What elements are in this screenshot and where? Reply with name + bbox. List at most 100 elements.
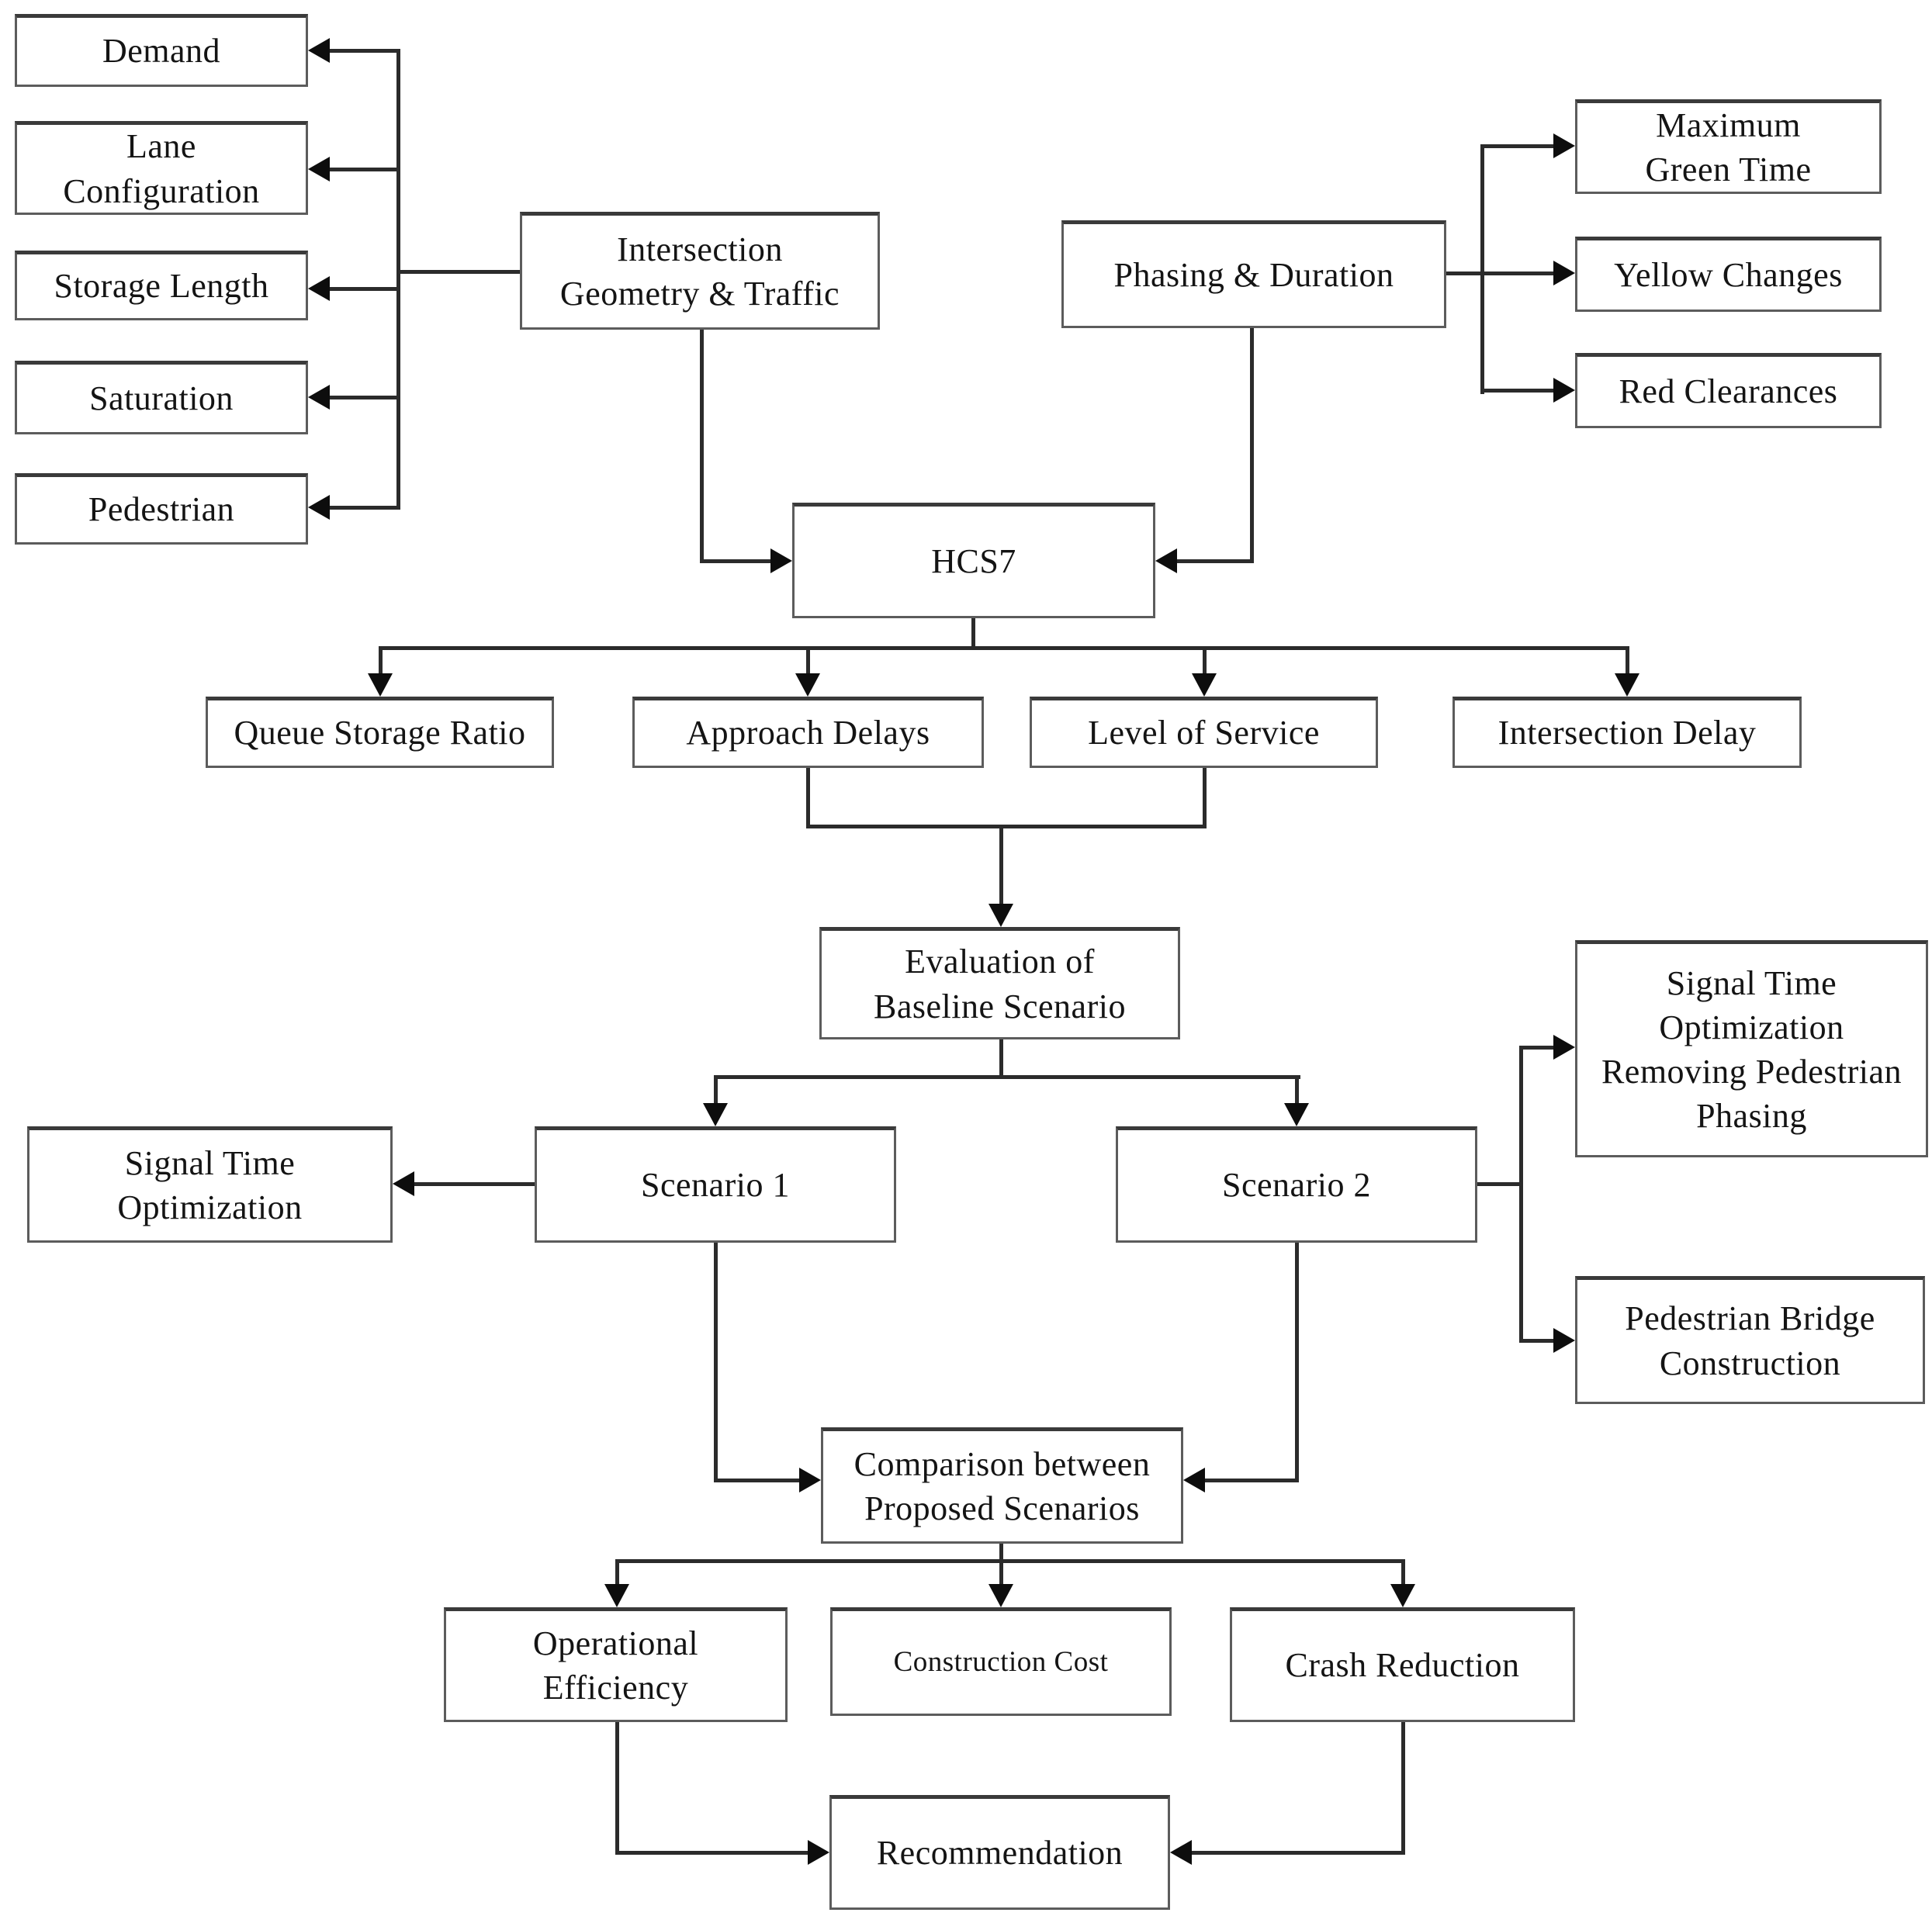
- connector-to-storage-length-line: [327, 287, 400, 291]
- connector-right-trunk-line: [1480, 144, 1484, 394]
- connector-to-yellow-changes-line: [1480, 272, 1556, 275]
- connector-evaluation-down-line: [999, 1039, 1003, 1078]
- arrowhead-into-saturation: [308, 385, 330, 410]
- arrowhead-into-approach-delays: [795, 673, 820, 697]
- node-signal-time-optimization: Signal Time Optimization: [27, 1126, 393, 1243]
- node-red-clearances: Red Clearances: [1575, 353, 1882, 428]
- arrowhead-into-recommendation-right: [1170, 1840, 1192, 1865]
- arrowhead-into-evaluation-baseline: [989, 904, 1013, 927]
- arrowhead-into-operational-efficiency: [604, 1584, 629, 1607]
- node-maximum-green-time: Maximum Green Time: [1575, 99, 1882, 194]
- connector-criteria-split-line: [615, 1559, 1405, 1563]
- node-comparison: Comparison between Proposed Scenarios: [821, 1427, 1183, 1544]
- connector-intersection-geometry-to-trunk-line: [400, 270, 520, 274]
- node-pedestrian: Pedestrian: [15, 473, 308, 545]
- connector-comparison-stem-line: [999, 1544, 1003, 1562]
- connector-left-trunk-line: [396, 49, 400, 510]
- node-signal-time-optimization-removing-pedestrian-phasing: Signal Time Optimization Removing Pedest…: [1575, 940, 1928, 1157]
- connector-intersection-geometry-to-hcs7-line: [700, 559, 772, 563]
- connector-to-demand-line: [327, 49, 400, 53]
- arrowhead-into-pedestrian: [308, 495, 330, 520]
- arrowhead-into-demand: [308, 38, 330, 63]
- connector-crash-reduction-down-line: [1401, 1722, 1405, 1855]
- node-demand: Demand: [15, 14, 308, 87]
- connector-to-red-clearances-line: [1480, 389, 1556, 393]
- arrowhead-into-maximum-green-time: [1553, 133, 1575, 158]
- node-saturation: Saturation: [15, 361, 308, 434]
- connector-scenario-1-down-line: [714, 1243, 718, 1482]
- connector-to-maximum-green-time-line: [1480, 144, 1556, 148]
- arrowhead-into-lane-configuration: [308, 157, 330, 182]
- arrowhead-into-recommendation-left: [808, 1840, 829, 1865]
- node-operational-efficiency: Operational Efficiency: [444, 1607, 788, 1722]
- connector-level-of-service-down-line: [1203, 768, 1207, 828]
- node-scenario-2: Scenario 2: [1116, 1126, 1477, 1243]
- arrowhead-into-sto-removing-ped: [1553, 1035, 1575, 1060]
- connector-hcs7-stem-line: [971, 618, 975, 648]
- arrowhead-into-hcs7-right: [1155, 548, 1177, 573]
- connector-drop-level-of-service-line: [1203, 646, 1207, 675]
- node-yellow-changes: Yellow Changes: [1575, 237, 1882, 312]
- connector-to-saturation-line: [327, 396, 400, 399]
- connector-merge-line: [806, 825, 1207, 828]
- arrowhead-into-comparison-left: [799, 1468, 821, 1492]
- node-recommendation: Recommendation: [829, 1795, 1170, 1910]
- node-intersection-geometry: Intersection Geometry & Traffic: [520, 212, 880, 330]
- arrowhead-into-construction-cost: [989, 1584, 1013, 1607]
- connector-drop-operational-efficiency-line: [615, 1559, 619, 1586]
- connector-drop-construction-cost-line: [999, 1559, 1003, 1586]
- connector-hcs7-distribution-line: [379, 646, 1629, 650]
- arrowhead-into-pedestrian-bridge: [1553, 1328, 1575, 1353]
- connector-to-sto-removing-ped-line: [1519, 1046, 1556, 1050]
- connector-evaluation-stem-line: [999, 825, 1003, 904]
- arrowhead-into-scenario-1: [703, 1103, 728, 1126]
- arrowhead-into-level-of-service: [1192, 673, 1217, 697]
- node-intersection-delay: Intersection Delay: [1452, 697, 1802, 768]
- connector-drop-scenario-1-line: [714, 1075, 718, 1103]
- node-pedestrian-bridge-construction: Pedestrian Bridge Construction: [1575, 1276, 1925, 1404]
- arrowhead-into-yellow-changes: [1553, 261, 1575, 285]
- connector-scenario-1-to-signal-time-optimization-line: [411, 1182, 535, 1186]
- arrowhead-into-storage-length: [308, 276, 330, 301]
- node-lane-configuration: Lane Configuration: [15, 121, 308, 215]
- arrowhead-into-hcs7-left: [770, 548, 792, 573]
- arrowhead-into-intersection-delay: [1615, 673, 1639, 697]
- connector-phasing-stub-line: [1446, 272, 1482, 275]
- connector-scenario-2-down-line: [1295, 1243, 1299, 1482]
- node-evaluation-baseline: Evaluation of Baseline Scenario: [819, 927, 1180, 1039]
- connector-phasing-duration-down-line: [1250, 328, 1254, 563]
- arrowhead-into-red-clearances: [1553, 378, 1575, 403]
- node-hcs7: HCS7: [792, 503, 1155, 618]
- connector-scenario-2-to-comparison-line: [1202, 1479, 1299, 1482]
- connector-intersection-geometry-down-line: [700, 330, 704, 563]
- connector-drop-crash-reduction-line: [1401, 1559, 1405, 1586]
- connector-scenario-split-line: [714, 1075, 1300, 1079]
- node-construction-cost: Construction Cost: [830, 1607, 1172, 1716]
- connector-scenario-2-stub-line: [1477, 1182, 1521, 1186]
- node-crash-reduction: Crash Reduction: [1230, 1607, 1575, 1722]
- node-phasing-duration: Phasing & Duration: [1061, 220, 1446, 328]
- connector-to-pedestrian-bridge-line: [1519, 1339, 1556, 1343]
- connector-drop-approach-delays-line: [806, 646, 810, 675]
- node-storage-length: Storage Length: [15, 251, 308, 320]
- connector-scenario-2-branch-line: [1519, 1046, 1523, 1343]
- connector-phasing-duration-to-hcs7-line: [1175, 559, 1254, 563]
- connector-drop-scenario-2-line: [1295, 1075, 1299, 1103]
- connector-drop-queue-storage-ratio-line: [379, 646, 383, 675]
- connector-drop-intersection-delay-line: [1626, 646, 1629, 675]
- connector-operational-efficiency-to-recommendation-line: [615, 1851, 811, 1855]
- connector-to-lane-configuration-line: [327, 168, 400, 171]
- connector-operational-efficiency-down-line: [615, 1722, 619, 1855]
- node-level-of-service: Level of Service: [1030, 697, 1378, 768]
- node-queue-storage-ratio: Queue Storage Ratio: [206, 697, 554, 768]
- node-approach-delays: Approach Delays: [632, 697, 984, 768]
- arrowhead-into-crash-reduction: [1390, 1584, 1415, 1607]
- connector-scenario-1-to-comparison-line: [714, 1479, 804, 1482]
- arrowhead-into-comparison-right: [1183, 1468, 1205, 1492]
- connector-crash-reduction-to-recommendation-line: [1189, 1851, 1405, 1855]
- connector-approach-delays-down-line: [806, 768, 810, 828]
- connector-to-pedestrian-line: [327, 506, 400, 510]
- arrowhead-into-scenario-2: [1284, 1103, 1309, 1126]
- arrowhead-into-signal-time-optimization: [393, 1171, 414, 1196]
